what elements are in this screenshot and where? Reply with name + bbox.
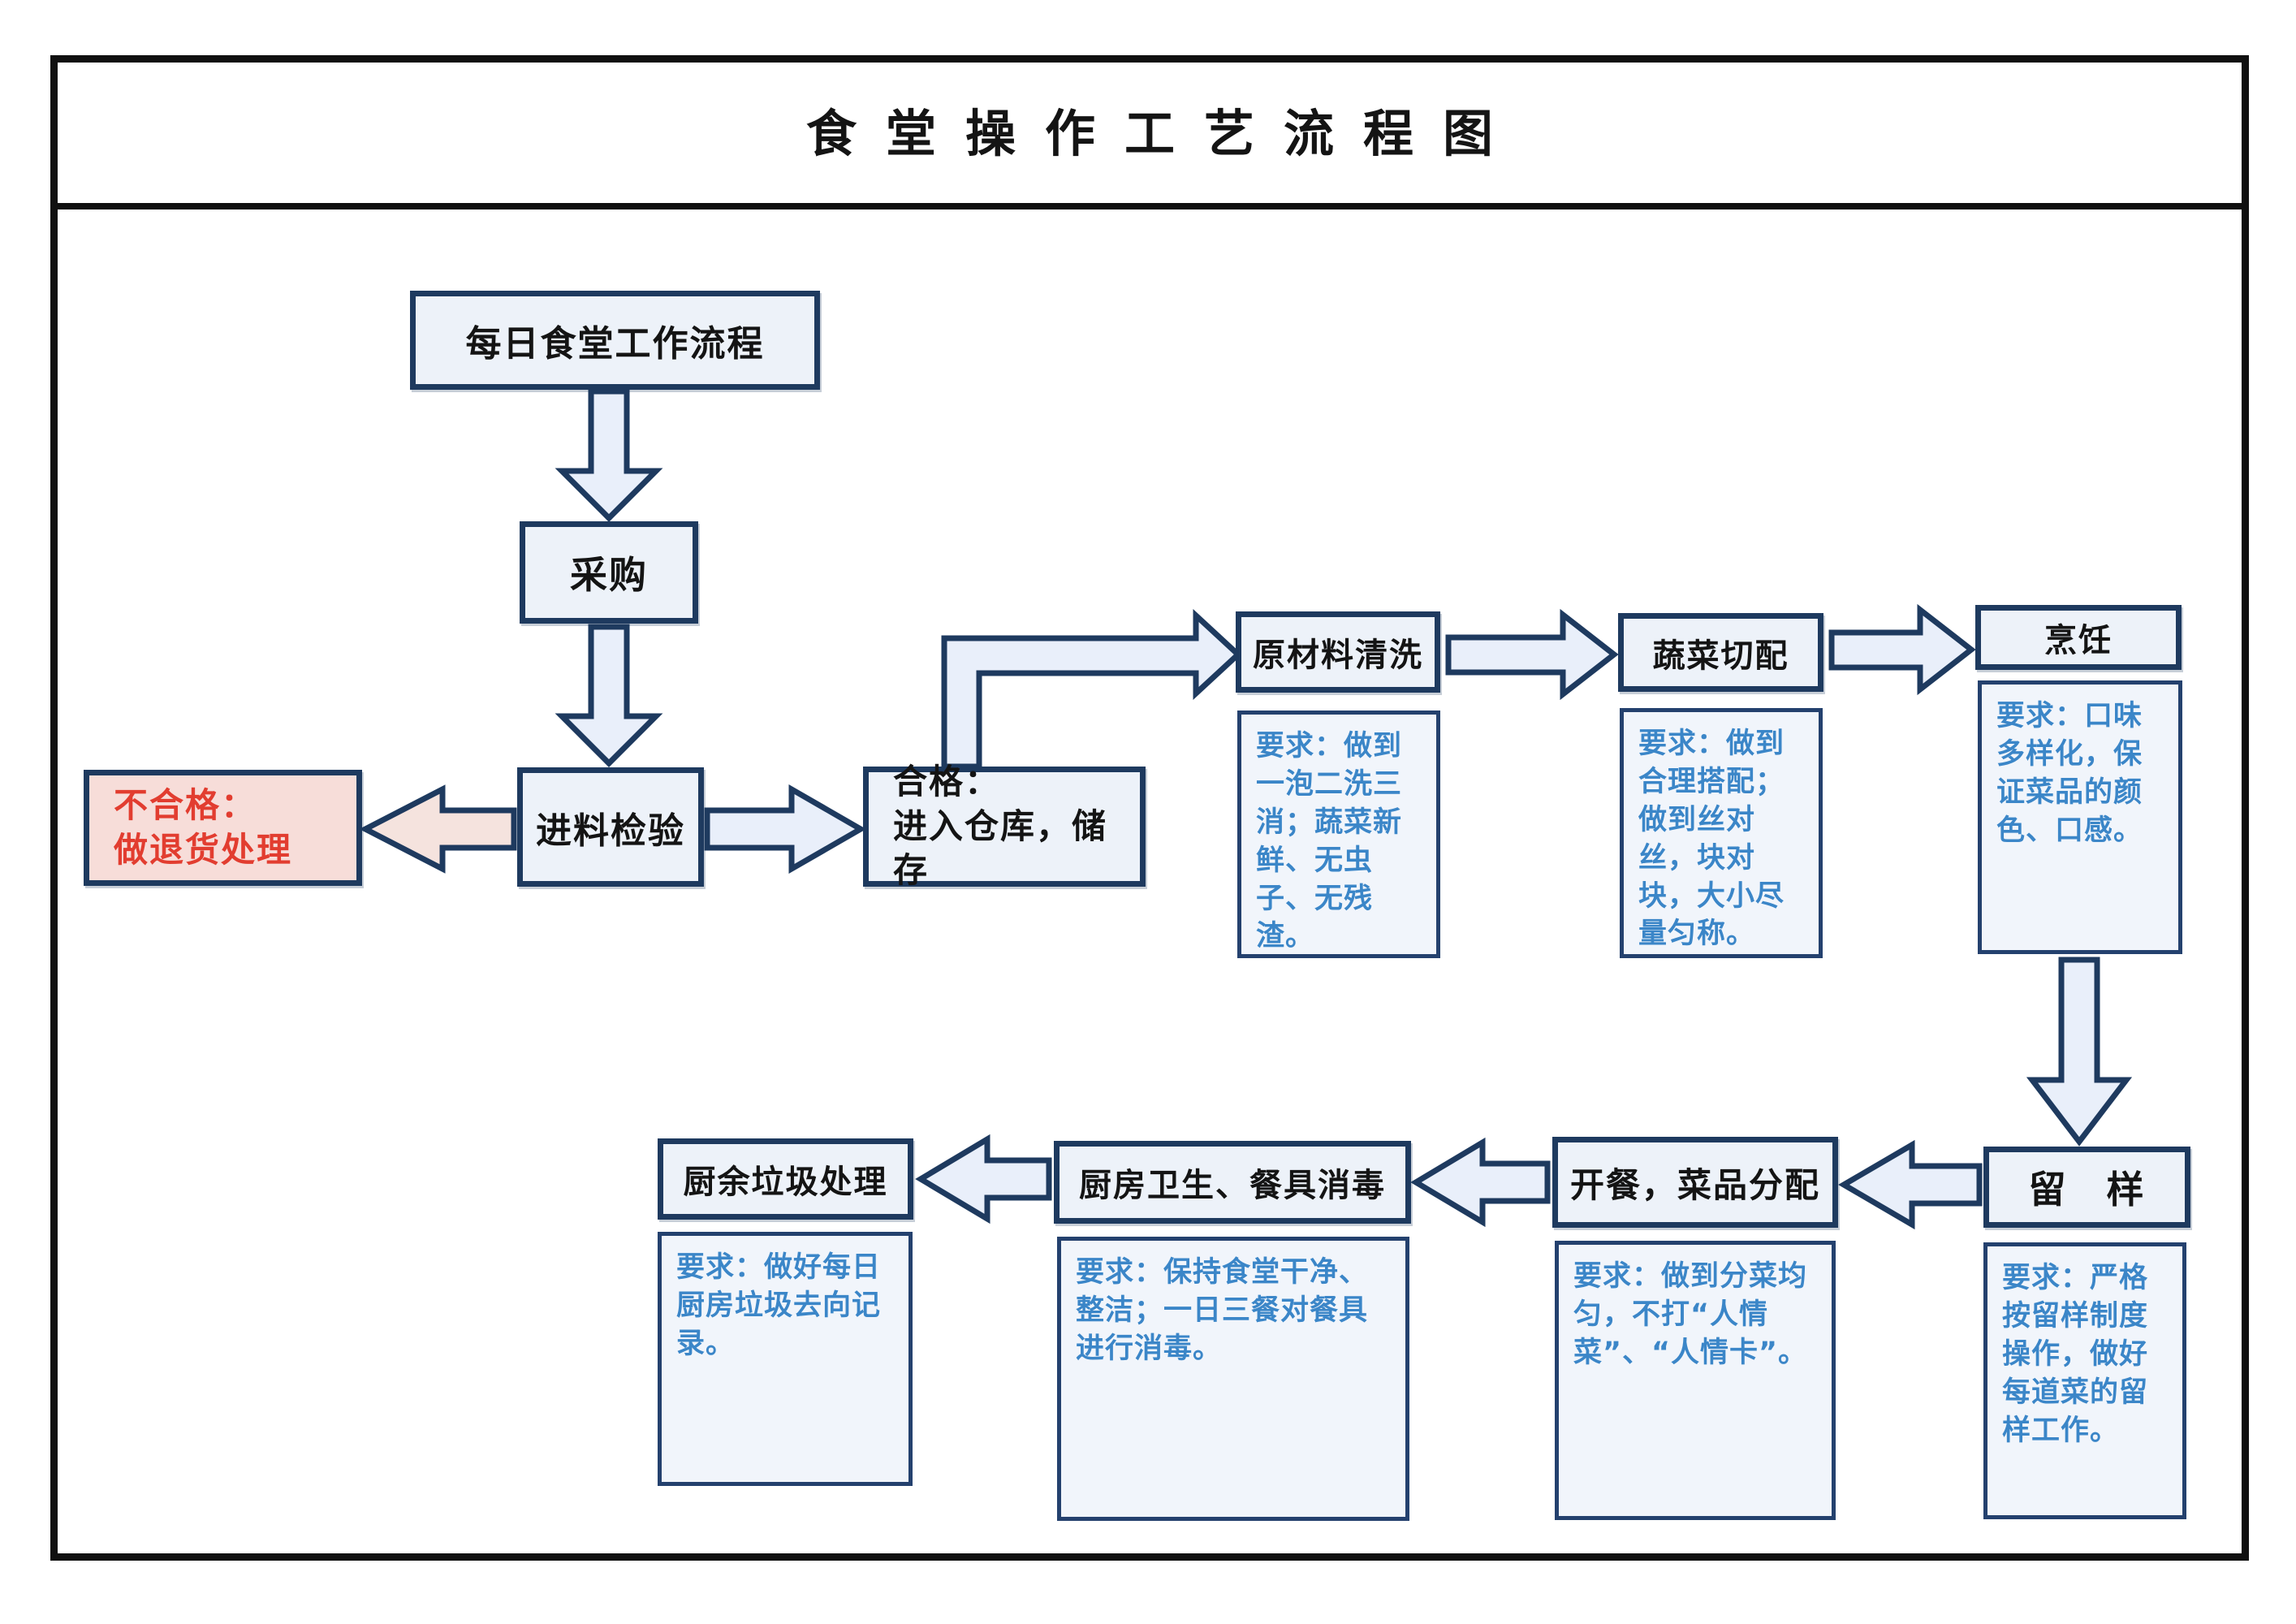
note-cooking: 要求：口味多样化，保证菜品的颜色、口感。 (1978, 680, 2182, 954)
node-qualified-storage: 合格： 进入仓库，储存 (863, 762, 1146, 890)
node-purchase-label: 采购 (570, 553, 648, 597)
node-purchase: 采购 (520, 521, 698, 624)
node-kitchen-hygiene-disinfection: 厨房卫生、餐具消毒 (1054, 1141, 1411, 1224)
node-qualified-line2: 进入仓库，储存 (893, 806, 1108, 891)
node-sample-retention-label: 留 样 (2028, 1168, 2146, 1212)
node-reject-line1: 不合格： (114, 784, 257, 825)
node-incoming-inspection-label: 进料检验 (536, 810, 685, 852)
node-daily-process: 每日食堂工作流程 (410, 291, 820, 390)
node-meal-serving-label: 开餐，菜品分配 (1569, 1164, 1820, 1205)
title-band: 食堂操作工艺流程图 (50, 55, 2249, 203)
node-sample-retention: 留 样 (1983, 1147, 2190, 1228)
node-incoming-inspection: 进料检验 (517, 767, 704, 887)
arrow-right-inspection-to-qualified (704, 784, 867, 875)
node-kitchen-hygiene-disinfection-label: 厨房卫生、餐具消毒 (1079, 1167, 1386, 1204)
node-meal-serving: 开餐，菜品分配 (1552, 1137, 1838, 1228)
arrow-left-sample-to-serving (1838, 1139, 1983, 1230)
note-kitchen-waste-disposal: 要求：做好每日厨房垃圾去向记录。 (658, 1232, 913, 1486)
arrow-down-daily-to-purchase (555, 388, 663, 522)
node-reject-return: 不合格： 做退货处理 (84, 770, 362, 886)
node-vegetable-cutting-label: 蔬菜切配 (1652, 637, 1789, 675)
node-daily-process-label: 每日食堂工作流程 (465, 323, 765, 365)
page-title: 食堂操作工艺流程图 (805, 104, 1522, 163)
note-kitchen-hygiene-disinfection: 要求：保持食堂干净、整洁；一日三餐对餐具进行消毒。 (1057, 1237, 1409, 1521)
arrow-left-serving-to-hygiene (1410, 1137, 1551, 1228)
title-separator-line (52, 203, 2247, 209)
note-raw-material-washing: 要求：做到一泡二洗三消；蔬菜新鲜、无虫子、无残渣。 (1237, 710, 1440, 958)
arrow-right-cutting-to-cooking (1828, 603, 1976, 696)
arrow-right-washing-to-cutting (1445, 608, 1619, 701)
arrow-elbow-qualified-to-washing (941, 609, 1243, 770)
node-kitchen-waste-disposal: 厨余垃圾处理 (658, 1138, 913, 1220)
note-meal-serving: 要求：做到分菜均匀，不打“人情菜”、“人情卡”。 (1555, 1241, 1836, 1520)
node-cooking-label: 烹饪 (2044, 622, 2113, 659)
arrow-left-inspection-to-reject (359, 784, 517, 874)
node-raw-material-washing: 原材料清洗 (1236, 611, 1440, 693)
arrow-left-hygiene-to-waste (915, 1134, 1052, 1224)
node-vegetable-cutting: 蔬菜切配 (1618, 613, 1823, 692)
node-raw-material-washing-label: 原材料清洗 (1253, 637, 1423, 674)
node-qualified-line1: 合格： (893, 762, 1001, 802)
node-cooking: 烹饪 (1975, 605, 2182, 670)
note-vegetable-cutting: 要求：做到合理搭配；做到丝对丝，块对块，大小尽量匀称。 (1620, 708, 1823, 958)
arrow-down-purchase-to-inspection (555, 624, 663, 767)
arrow-down-cooking-to-sample (2026, 957, 2133, 1147)
node-kitchen-waste-disposal-label: 厨余垃圾处理 (683, 1164, 888, 1201)
note-sample-retention: 要求：严格按留样制度操作，做好每道菜的留样工作。 (1983, 1242, 2186, 1519)
node-reject-line2: 做退货处理 (114, 829, 293, 870)
